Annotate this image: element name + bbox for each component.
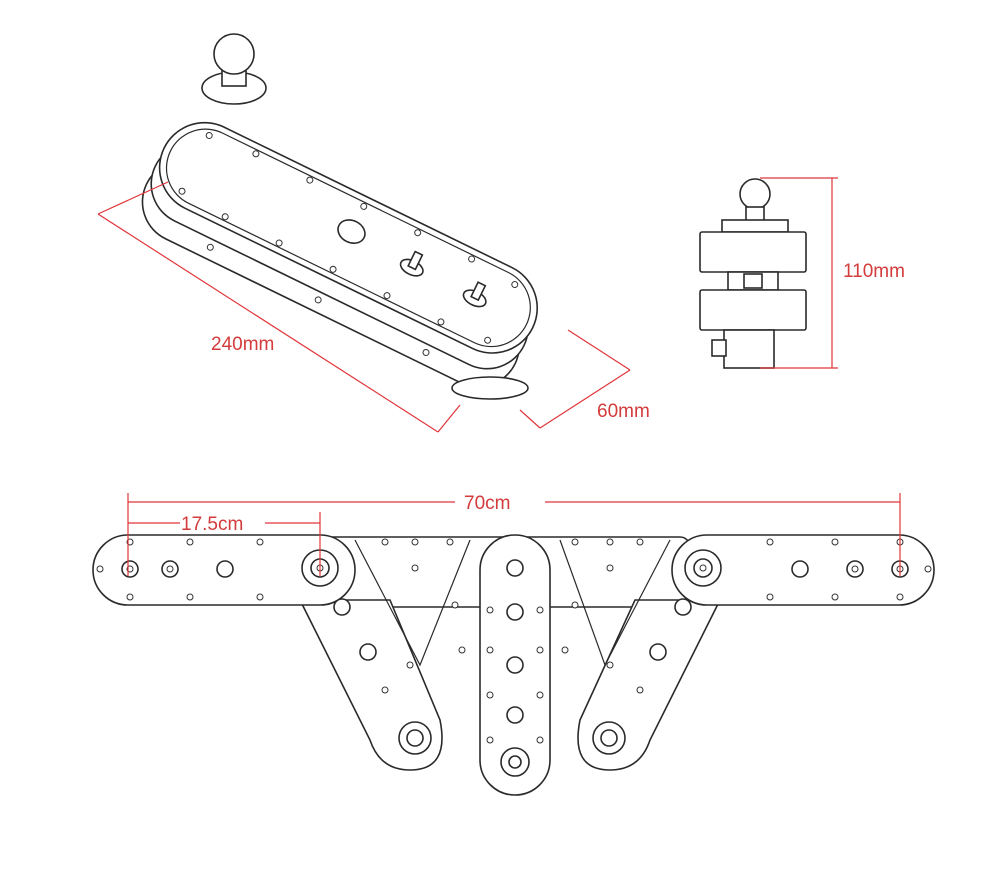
slider-screws (178, 131, 519, 356)
thread-mount-2 (462, 281, 487, 308)
side-upper-plate (699, 231, 807, 273)
lock-knob (337, 219, 366, 245)
dimension-length: 240mm (97, 181, 461, 433)
dimension-width-label: 60mm (597, 401, 650, 422)
side-lower-plate (699, 289, 807, 331)
dimension-arm-label: 17.5cm (181, 514, 243, 535)
thread-mount-1 (399, 250, 424, 277)
bottom-roller (451, 376, 529, 400)
dimension-arm: 17.5cm (128, 512, 321, 576)
dimension-height-label: 110mm (843, 261, 905, 282)
slider-side-view (699, 178, 807, 369)
slider-extended-view (92, 534, 935, 796)
dimension-span: 70cm (127, 493, 901, 576)
side-ball-head (739, 178, 771, 210)
dimension-length-label: 240mm (211, 334, 274, 355)
dimension-height: 110mm (760, 177, 905, 369)
slider-isometric-view (141, 33, 539, 400)
ball-head-mount (201, 33, 267, 105)
dimension-span-label: 70cm (464, 493, 510, 514)
dimension-width: 60mm (519, 329, 650, 429)
